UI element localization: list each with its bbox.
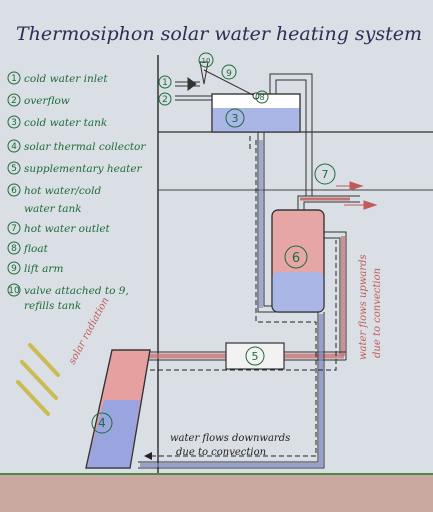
flows-up-label-1: water flows upwards xyxy=(358,254,369,360)
sun-rays xyxy=(16,343,60,416)
callout-5: 5 xyxy=(245,346,265,366)
legend-item: 7 hot water outlet xyxy=(7,221,111,235)
svg-text:water tank: water tank xyxy=(24,203,82,215)
svg-text:9: 9 xyxy=(226,69,232,79)
svg-text:10: 10 xyxy=(202,57,211,65)
legend-item: refills tank xyxy=(24,300,81,312)
svg-text:hot water outlet: hot water outlet xyxy=(24,223,111,235)
svg-text:10: 10 xyxy=(8,286,20,296)
svg-text:5: 5 xyxy=(252,350,259,363)
svg-text:6: 6 xyxy=(11,186,17,196)
svg-text:8: 8 xyxy=(259,93,264,102)
svg-text:6: 6 xyxy=(292,251,300,266)
svg-text:overflow: overflow xyxy=(24,95,70,107)
legend-item: 9 lift arm xyxy=(7,261,63,275)
legend-item: 6 hot water/cold xyxy=(7,183,101,197)
ground xyxy=(0,474,433,512)
callout-3: 3 xyxy=(225,108,245,128)
solar-collector xyxy=(85,349,151,469)
svg-text:5: 5 xyxy=(11,164,17,174)
callout-9: 9 xyxy=(221,64,237,80)
svg-text:valve attached to 9,: valve attached to 9, xyxy=(24,285,129,297)
riser-pipe xyxy=(324,231,347,360)
legend-item: 2 overflow xyxy=(7,93,70,107)
legend-item: 1 cold water inlet xyxy=(7,71,108,85)
callout-4: 4 xyxy=(91,412,113,434)
svg-text:2: 2 xyxy=(11,96,17,106)
svg-text:4: 4 xyxy=(11,142,17,152)
callout-8: 8 xyxy=(255,90,269,104)
svg-text:cold water inlet: cold water inlet xyxy=(24,73,108,85)
svg-text:7: 7 xyxy=(322,168,329,181)
svg-text:refills tank: refills tank xyxy=(24,300,81,312)
callout-6: 6 xyxy=(284,245,308,269)
flows-down-label-2: due to convection xyxy=(176,447,266,458)
svg-text:lift arm: lift arm xyxy=(24,263,63,275)
legend-item: 3 cold water tank xyxy=(7,115,107,129)
legend-item: 4 solar thermal collector xyxy=(7,139,146,153)
svg-text:hot water/cold: hot water/cold xyxy=(24,185,101,197)
callout-7: 7 xyxy=(314,163,336,185)
svg-text:2: 2 xyxy=(162,95,168,105)
flows-up-label-2: due to convection xyxy=(372,268,383,358)
svg-text:cold water tank: cold water tank xyxy=(24,117,107,129)
svg-text:float: float xyxy=(23,243,49,255)
svg-text:supplementary heater: supplementary heater xyxy=(24,163,143,175)
flows-down-label-1: water flows downwards xyxy=(170,433,290,444)
svg-text:9: 9 xyxy=(11,264,17,274)
cold-return-pipe xyxy=(138,312,325,469)
callout-1: 1 xyxy=(158,75,172,89)
legend: 1 cold water inlet 2 overflow 3 cold wat… xyxy=(7,71,146,312)
svg-text:solar thermal collector: solar thermal collector xyxy=(24,141,146,153)
flow-arrow xyxy=(144,452,152,460)
legend-item: 8 float xyxy=(7,241,49,255)
svg-text:4: 4 xyxy=(98,416,106,430)
cold-water-tank xyxy=(211,93,301,133)
legend-item: 5 supplementary heater xyxy=(7,161,143,175)
legend-item: 10 valve attached to 9, xyxy=(7,283,129,297)
hot-water-outlet xyxy=(297,181,378,210)
legend-item: water tank xyxy=(24,203,82,215)
svg-text:3: 3 xyxy=(11,118,17,128)
svg-text:7: 7 xyxy=(11,224,17,234)
callout-10: 10 xyxy=(198,52,214,68)
callouts: 1 2 10 9 8 3 7 6 xyxy=(91,52,336,434)
storage-tank xyxy=(271,209,325,313)
svg-text:3: 3 xyxy=(232,112,239,125)
diagram-title: Thermosiphon solar water heating system xyxy=(16,23,422,45)
cold-supply-pipe xyxy=(269,73,313,196)
flow-lines xyxy=(150,136,337,457)
svg-text:1: 1 xyxy=(11,74,17,84)
svg-text:8: 8 xyxy=(11,244,17,254)
callout-2: 2 xyxy=(158,92,172,106)
svg-text:1: 1 xyxy=(162,78,168,88)
